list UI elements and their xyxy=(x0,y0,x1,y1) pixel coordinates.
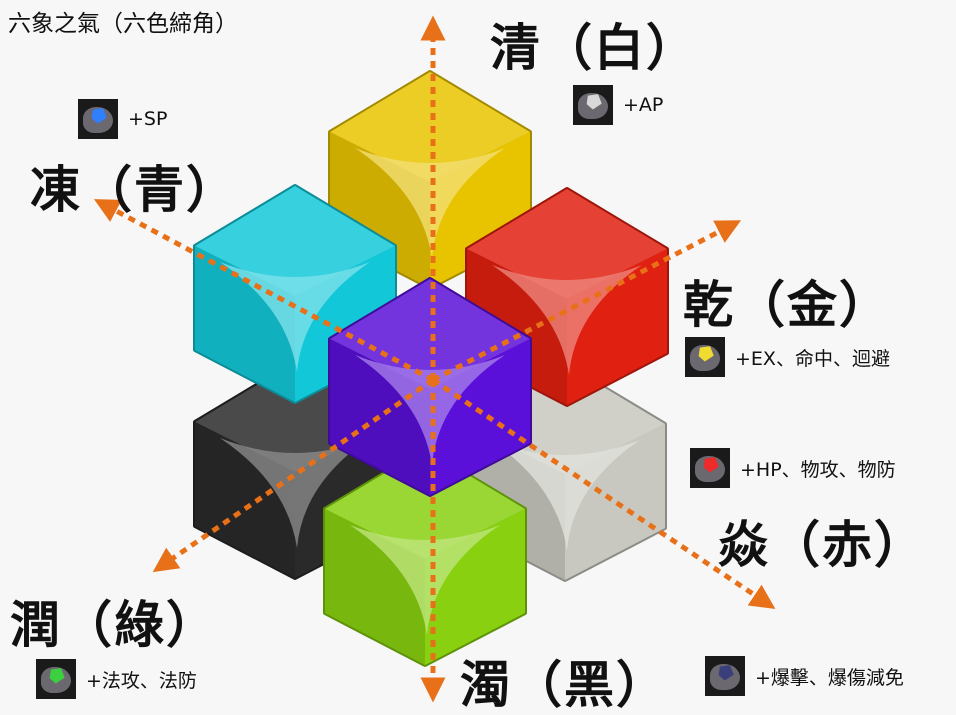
buff-black: +爆擊、爆傷減免 xyxy=(705,656,904,696)
buff-text: +SP xyxy=(128,108,168,130)
arrow-lower-right xyxy=(431,377,776,609)
buff-green: +法攻、法防 xyxy=(36,659,197,699)
arrow-upper-left xyxy=(93,199,435,383)
label-white: 清（白） xyxy=(490,19,698,77)
gem-red-icon xyxy=(690,448,730,488)
buff-cyan: +SP xyxy=(78,99,167,139)
cube-purple xyxy=(328,277,532,497)
label-green: 潤（綠） xyxy=(10,596,218,654)
gem-dark-icon xyxy=(705,656,745,696)
arrow-lower-left xyxy=(152,377,435,573)
buff-white: +AP xyxy=(573,85,663,125)
buff-text: +HP、物攻、物防 xyxy=(740,458,896,481)
label-cyan: 凍（青） xyxy=(30,161,238,219)
arrow-upper-right xyxy=(431,220,742,383)
buff-text: +法攻、法防 xyxy=(86,669,197,692)
buff-text: +爆擊、爆傷減免 xyxy=(755,666,904,689)
buff-red: +HP、物攻、物防 xyxy=(690,448,896,488)
gem-blue-icon xyxy=(78,99,118,139)
gem-yellow-icon xyxy=(685,337,725,377)
gem-white-icon xyxy=(573,85,613,125)
label-red: 焱（赤） xyxy=(718,516,926,574)
cube-green xyxy=(323,447,527,667)
buff-text: +AP xyxy=(623,94,664,116)
buff-text: +EX、命中、迴避 xyxy=(735,347,890,370)
diagram-title: 六象之氣（六色締角） xyxy=(8,11,238,37)
cube-yellow xyxy=(328,70,532,290)
buff-gold: +EX、命中、迴避 xyxy=(685,337,890,377)
label-black: 濁（黑） xyxy=(460,656,668,714)
gem-green-icon xyxy=(36,659,76,699)
label-gold: 乾（金） xyxy=(683,276,891,334)
